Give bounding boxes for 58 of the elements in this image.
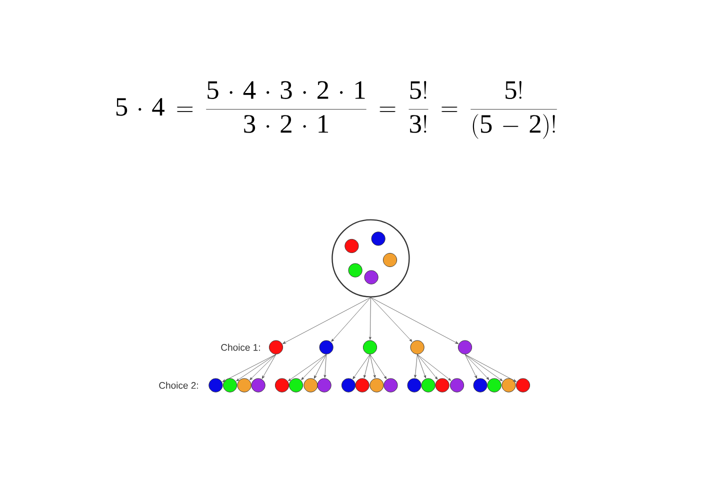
dot: [407, 378, 422, 392]
arrow: [222, 354, 276, 382]
row-label: Choice 1:: [221, 344, 260, 351]
arrow: [370, 354, 387, 380]
dot: [487, 378, 502, 392]
arrow: [417, 354, 426, 378]
dot: [410, 340, 424, 354]
dot: [370, 378, 384, 392]
arrow: [417, 354, 438, 380]
dot: [382, 252, 398, 268]
dot: [384, 378, 398, 392]
arrow: [464, 354, 503, 382]
arrow: [324, 354, 327, 378]
arrow: [464, 354, 490, 380]
dot: [355, 378, 370, 392]
dot: [208, 378, 223, 392]
row-label: Choice 2:: [159, 382, 198, 389]
dot: [288, 378, 304, 392]
dot: [421, 378, 436, 392]
arrow: [301, 354, 327, 380]
dot: [473, 378, 488, 392]
arrow: [414, 354, 418, 378]
arrow: [262, 354, 276, 379]
dot: [344, 238, 359, 254]
arrow: [368, 297, 372, 340]
dot: [364, 270, 378, 284]
dot: [304, 378, 318, 392]
dot: [348, 263, 362, 278]
dot: [502, 378, 516, 392]
arrow: [417, 354, 452, 381]
arrow: [364, 354, 370, 378]
dot: [319, 340, 334, 354]
dot: [222, 378, 238, 392]
dot: [268, 340, 284, 354]
arrow: [331, 297, 371, 342]
arrow: [464, 354, 516, 382]
dot: [341, 378, 356, 392]
arrow: [370, 297, 458, 344]
dot: [371, 232, 386, 246]
arrow: [288, 354, 327, 382]
dot: [516, 378, 530, 392]
dot: [251, 378, 266, 392]
arrow: [314, 354, 327, 379]
dot: [317, 378, 332, 392]
arrow: [250, 354, 276, 380]
arrow: [352, 354, 370, 380]
arrow: [370, 297, 412, 342]
arrow: [282, 297, 371, 344]
arrow: [464, 354, 478, 379]
dot: [237, 378, 252, 392]
arrow: [236, 354, 276, 382]
dot: [362, 340, 378, 354]
dot: [435, 378, 450, 392]
dot: [450, 378, 464, 392]
dot: [274, 378, 290, 392]
arrow: [370, 354, 376, 378]
formula: $5 \cdot 4 = \frac{5 \cdot 4 \cdot 3 \cdot 2 \cdot 1}{3 \cdot 2 \cdot 1} = \frac{5!}{3!} = \frac{5!}{(5-2)!}$: [116, 81, 557, 139]
dot: [458, 340, 472, 354]
